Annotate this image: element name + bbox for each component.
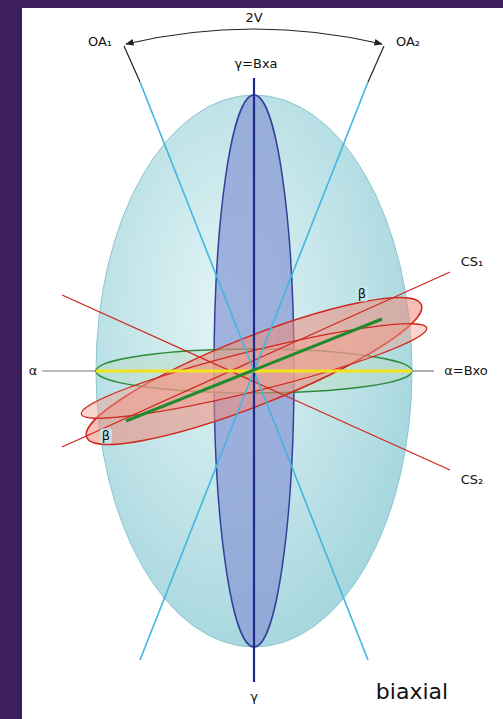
axis-label: β bbox=[356, 287, 368, 302]
angle-label: 2V bbox=[243, 11, 264, 26]
section-label: CS₂ bbox=[459, 473, 486, 488]
axis-label: γ=Bxa bbox=[232, 57, 279, 72]
optic-axis-label: OA₁ bbox=[86, 35, 114, 50]
axis-label: α bbox=[27, 364, 40, 379]
axis-label: β bbox=[100, 429, 112, 444]
caption-label: biaxial bbox=[374, 679, 450, 704]
optic-axis-label: OA₂ bbox=[394, 35, 422, 50]
axis-label: α=Bxo bbox=[442, 364, 490, 379]
axis-label: γ bbox=[248, 690, 260, 705]
section-label: CS₁ bbox=[459, 255, 486, 270]
